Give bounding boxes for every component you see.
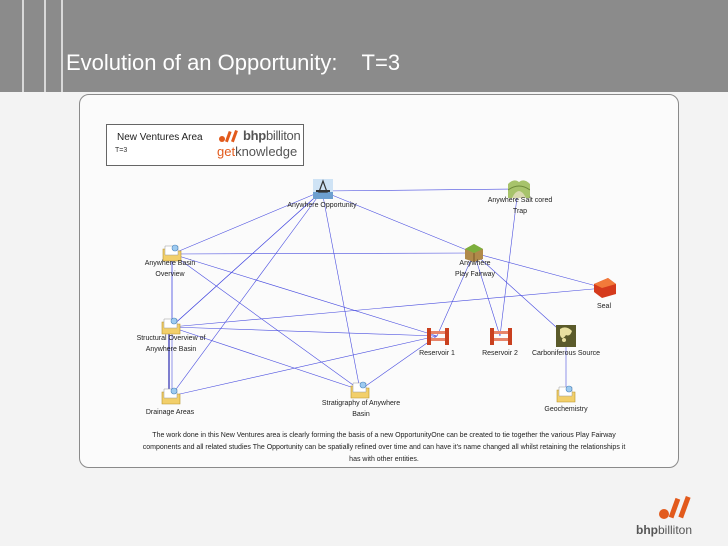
slide-title: Evolution of an Opportunity: T=3 <box>66 50 401 75</box>
link-line <box>170 190 323 397</box>
node-label-anywhere-opportunity: Anywhere Opportunity <box>287 202 357 209</box>
box-title: New Ventures Area <box>117 132 203 143</box>
seal-icon[interactable] <box>594 278 616 298</box>
node-label-carboniferous-source: Carboniferous Source <box>531 350 601 357</box>
link-line <box>170 326 361 391</box>
description-text: The work done in this New Ventures area … <box>142 432 626 463</box>
node-label-reservoir-2: Reservoir 2 <box>482 350 518 357</box>
node-label-seal: Seal <box>596 303 611 310</box>
folder-icon[interactable] <box>161 386 181 406</box>
link-line <box>171 253 438 337</box>
source-icon[interactable] <box>556 325 576 347</box>
oil-rig-icon[interactable] <box>313 179 333 199</box>
link-line <box>359 335 438 391</box>
link-line <box>436 252 475 337</box>
folder-icon[interactable] <box>350 380 370 400</box>
new-ventures-box: New Ventures Area T=3 bhpbilliton getkno… <box>106 124 304 166</box>
node-label-geochemistry: Geochemistry <box>544 406 588 413</box>
folder-icon[interactable] <box>161 316 181 336</box>
bhp-logo-icon <box>219 130 238 143</box>
salt-trap-icon[interactable] <box>508 176 530 198</box>
box-subtitle: T=3 <box>115 147 128 154</box>
link-line <box>171 190 323 255</box>
node-label-reservoir-1: Reservoir 1 <box>419 350 455 357</box>
bhp-logo-icon <box>659 495 691 519</box>
folder-icon[interactable] <box>162 243 182 263</box>
bhp-getknowledge-logo: bhpbilliton getknowledge <box>217 126 301 162</box>
link-line <box>321 188 519 192</box>
logo-getknowledge-text: getknowledge <box>217 144 298 159</box>
play-fairway-icon[interactable] <box>463 241 485 263</box>
link-line <box>473 252 605 289</box>
brand-name: bhpbilliton <box>636 523 693 537</box>
node-label-drainage-areas: Drainage Areas <box>145 409 195 416</box>
reservoir-icon[interactable] <box>489 326 513 346</box>
header-stripe <box>61 0 63 92</box>
link-line <box>473 252 501 337</box>
folder-icon[interactable] <box>556 384 576 404</box>
link-line <box>499 188 519 337</box>
link-line <box>170 190 323 328</box>
header-stripe <box>44 0 46 92</box>
link-line <box>171 253 361 391</box>
link-line <box>321 190 361 391</box>
logo-bhp-text: bhpbilliton <box>243 128 301 143</box>
reservoir-icon[interactable] <box>426 326 450 346</box>
link-line <box>321 190 475 254</box>
link-line <box>170 335 438 397</box>
link-line <box>473 252 567 337</box>
header-stripe <box>22 0 24 92</box>
link-line <box>171 252 475 255</box>
link-line <box>170 326 438 337</box>
header-band: Evolution of an Opportunity: T=3 <box>0 0 728 92</box>
link-line <box>170 287 605 328</box>
